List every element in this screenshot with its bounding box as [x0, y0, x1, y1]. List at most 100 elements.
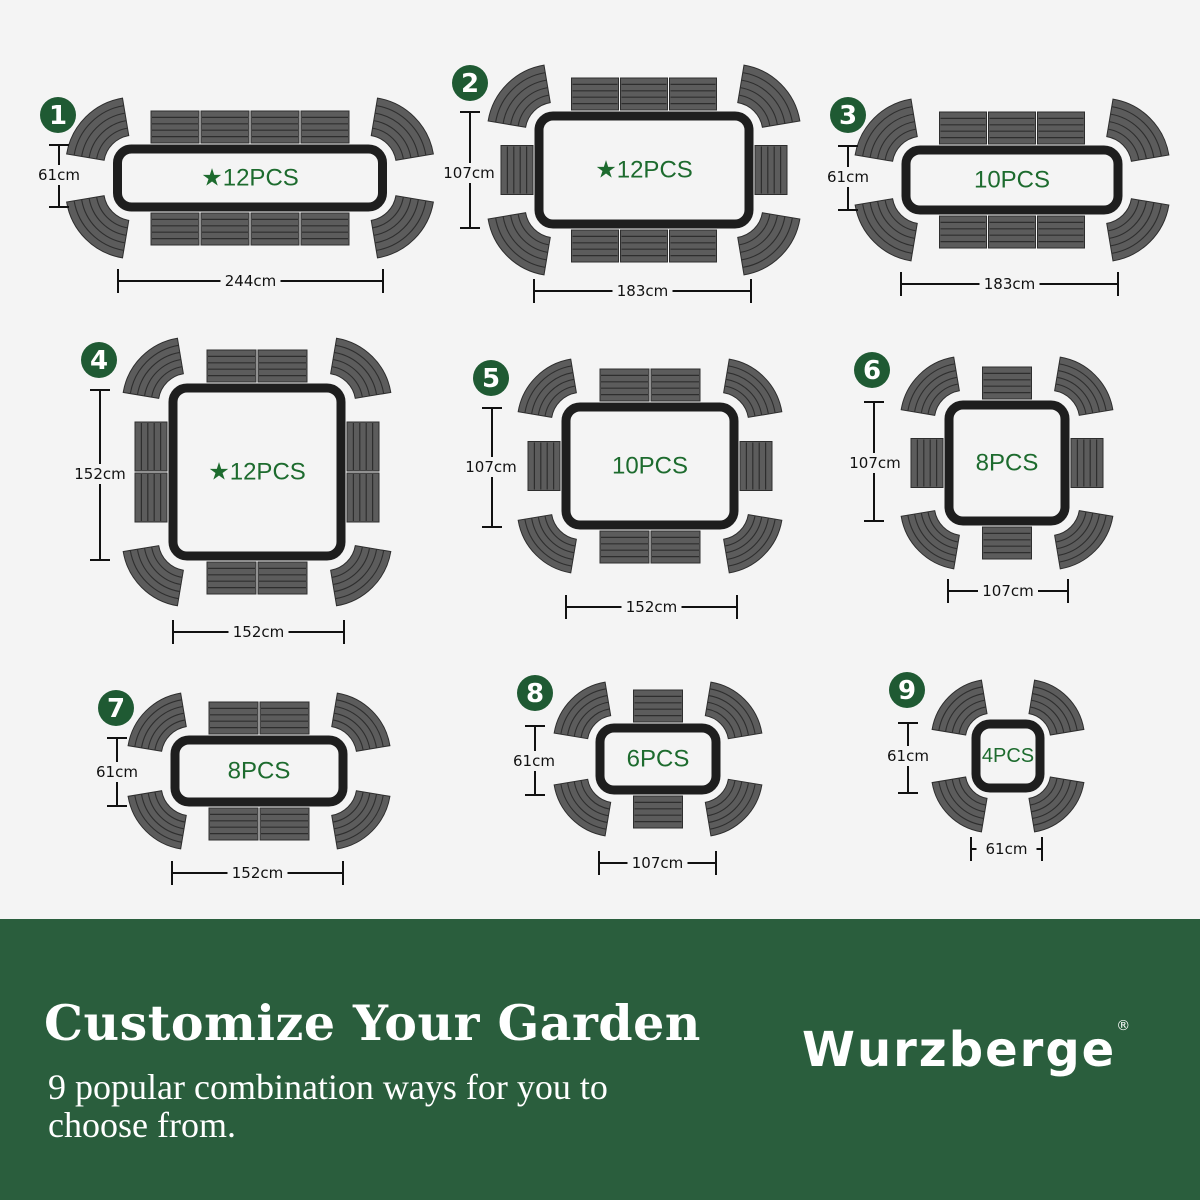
curved-corner-tile	[1106, 198, 1170, 262]
curved-corner-tile	[553, 681, 612, 740]
height-dimension: 61cm	[880, 722, 936, 794]
deck-tile	[259, 807, 310, 841]
pieces-label: ★12PCS	[208, 459, 306, 486]
deck-tile	[988, 215, 1036, 249]
curved-corner-tile	[854, 198, 918, 262]
deck-tile	[754, 145, 788, 195]
deck-tile	[527, 441, 561, 491]
layout-number: 7	[107, 694, 125, 724]
deck-tile	[982, 366, 1032, 400]
curved-corner-tile	[517, 358, 577, 418]
height-label: 107cm	[465, 458, 517, 476]
width-label: 183cm	[617, 282, 669, 300]
curved-corner-tile	[854, 98, 918, 162]
height-dimension: 61cm	[506, 725, 562, 796]
height-dimension: 107cm	[847, 401, 903, 522]
width-label: 152cm	[233, 623, 285, 641]
width-dimension: 61cm	[970, 837, 1043, 861]
layout-7: 8PCS 7 152cm 61cm	[89, 690, 391, 885]
curved-corner-tile	[370, 97, 434, 161]
layout-number-badge: 7	[98, 690, 134, 726]
layout-frame	[168, 383, 346, 561]
deck-tile	[739, 441, 773, 491]
layout-frame	[534, 111, 754, 229]
curved-corner-tile	[487, 64, 551, 128]
layout-number-badge: 2	[452, 65, 488, 101]
footer-banner	[0, 919, 1200, 1200]
layout-number: 2	[461, 69, 479, 99]
deck-tile	[250, 110, 300, 144]
curved-corner-tile	[900, 356, 960, 416]
curved-corner-tile	[723, 514, 783, 574]
height-label: 61cm	[38, 166, 80, 184]
height-dimension: 107cm	[463, 407, 519, 528]
pieces-label: ★12PCS	[201, 165, 299, 192]
deck-tile	[669, 77, 717, 111]
layout-frame	[561, 402, 739, 530]
pieces-label: 6PCS	[627, 746, 690, 773]
curved-corner-tile	[127, 692, 187, 752]
deck-tile	[988, 111, 1036, 145]
deck-tile	[257, 349, 308, 383]
deck-tile	[939, 215, 987, 249]
deck-tile	[599, 368, 650, 402]
layout-number: 1	[49, 101, 67, 131]
subheadline: 9 popular combination ways for you to ch…	[48, 1067, 608, 1145]
deck-tile	[208, 701, 259, 735]
layout-frame	[595, 723, 721, 795]
layout-number-badge: 4	[81, 342, 117, 378]
deck-tile	[346, 421, 380, 472]
curved-corner-tile	[723, 358, 783, 418]
curved-corner-tile	[1028, 776, 1085, 833]
layout-8: 6PCS 8 107cm 61cm	[506, 675, 763, 875]
layout-6: 8PCS 6 107cm 107cm	[847, 352, 1114, 603]
brand-logo: Wurzberge®	[802, 1018, 1132, 1078]
deck-tile	[134, 472, 168, 523]
curved-corner-tile	[737, 64, 801, 128]
deck-tile	[599, 530, 650, 564]
curved-corner-tile	[1028, 679, 1085, 736]
curved-corner-tile	[931, 776, 988, 833]
height-dimension: 152cm	[72, 389, 128, 561]
layout-number: 8	[526, 679, 544, 709]
height-label: 61cm	[827, 168, 869, 186]
layout-number: 6	[863, 356, 881, 386]
deck-tile	[1037, 111, 1085, 145]
deck-tile	[669, 229, 717, 263]
deck-tile	[206, 349, 257, 383]
layout-frame	[170, 735, 348, 807]
width-label: 107cm	[632, 854, 684, 872]
curved-corner-tile	[704, 778, 763, 837]
height-label: 61cm	[513, 752, 555, 770]
layout-number: 5	[482, 364, 500, 394]
width-label: 107cm	[982, 582, 1034, 600]
curved-corner-tile	[331, 692, 391, 752]
deck-tile	[259, 701, 310, 735]
pieces-label: 10PCS	[612, 453, 688, 480]
deck-tile	[208, 807, 259, 841]
curved-corner-tile	[330, 337, 392, 399]
pieces-label: 8PCS	[976, 450, 1039, 477]
deck-tile	[134, 421, 168, 472]
width-label: 152cm	[232, 864, 284, 882]
height-label: 61cm	[96, 763, 138, 781]
deck-tile	[346, 472, 380, 523]
width-dimension: 152cm	[172, 620, 345, 644]
deck-tile	[200, 212, 250, 246]
deck-tile	[500, 145, 534, 195]
layout-number: 9	[898, 676, 916, 706]
headline: Customize Your Garden	[44, 994, 701, 1052]
layout-frame	[901, 145, 1123, 215]
deck-tile	[300, 110, 350, 144]
curved-corner-tile	[370, 195, 434, 259]
deck-tile	[1037, 215, 1085, 249]
layout-number-badge: 3	[830, 97, 866, 133]
layout-frame	[113, 144, 387, 212]
deck-tile	[633, 689, 683, 723]
deck-tile	[206, 561, 257, 595]
pieces-label: 8PCS	[228, 758, 291, 785]
deck-tile	[939, 111, 987, 145]
